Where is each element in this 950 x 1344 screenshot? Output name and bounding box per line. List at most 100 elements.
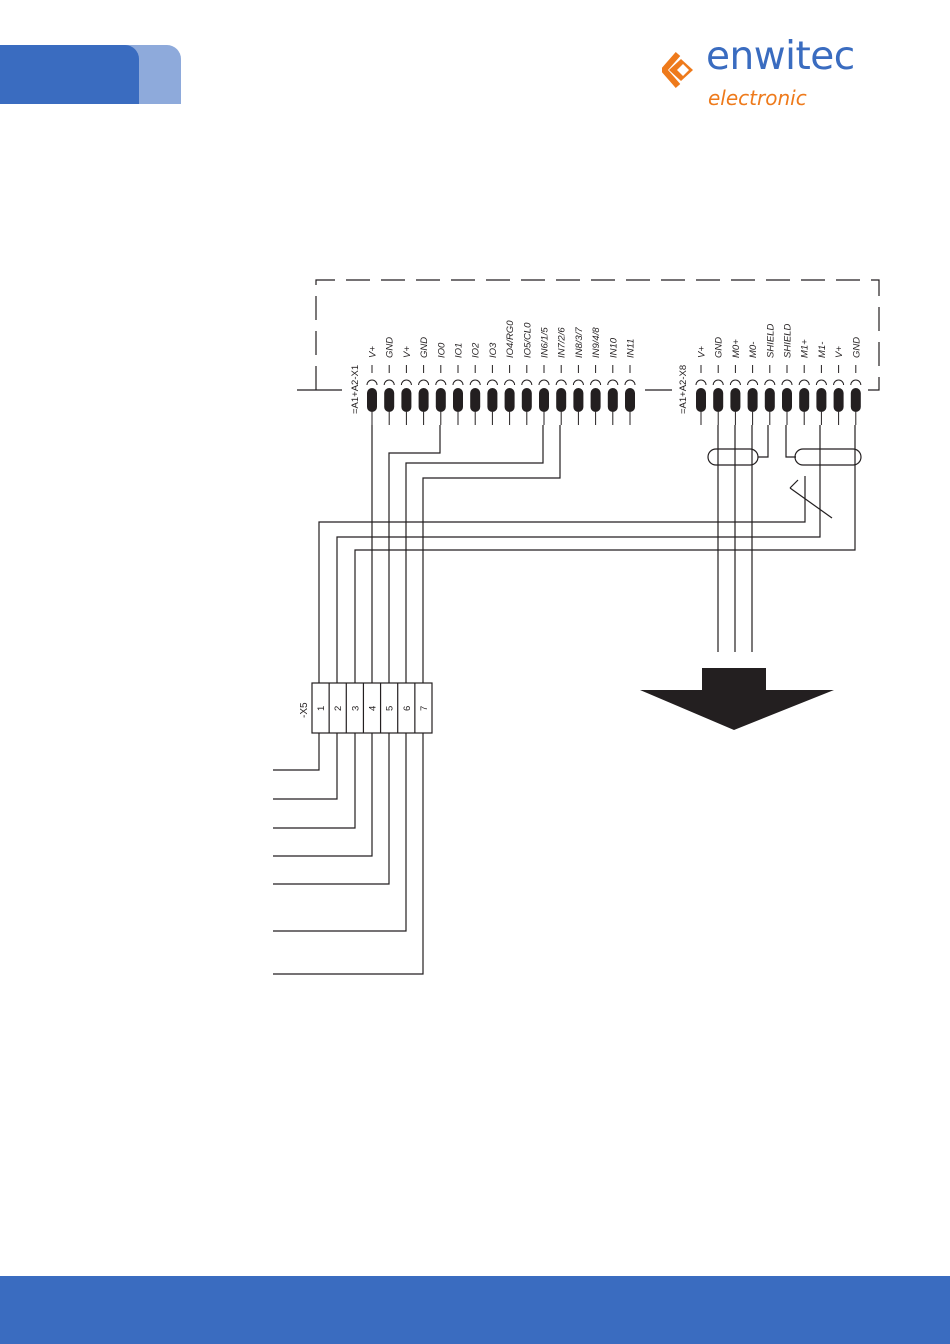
x1-socket-arc <box>539 380 549 385</box>
x8-pin-label: V+ <box>697 346 708 358</box>
field-wire-7 <box>273 733 423 974</box>
x8-pin-label: M1+ <box>800 339 811 358</box>
wire-x8-gnd-to-x5-3 <box>355 425 855 683</box>
wire-x1-in7-to-x5-7 <box>423 425 560 683</box>
x8-pin-label: GND <box>714 337 725 358</box>
x1-pin: IN10 <box>608 337 620 425</box>
x1-pin: IN8/3/7 <box>573 327 585 425</box>
x8-pin-plug <box>713 388 723 412</box>
x8-pin: SHIELD <box>765 324 777 425</box>
x1-pin-plug <box>573 388 583 412</box>
x8-pin: M0+ <box>730 339 742 425</box>
x8-pin-label: GND <box>851 337 862 358</box>
x1-socket-arc <box>487 380 497 385</box>
x1-socket-arc <box>608 380 618 385</box>
x1-pin: IO4/RG0 <box>505 320 516 425</box>
field-wire-3 <box>273 733 355 828</box>
x1-socket-arc <box>591 380 601 385</box>
footer-band <box>0 1276 950 1344</box>
x5-terminal-number: 3 <box>350 706 361 711</box>
x1-pin-plug <box>453 388 463 412</box>
x8-pin: V+ <box>834 346 846 425</box>
x5-terminal-number: 6 <box>402 706 413 711</box>
x8-pin: SHIELD <box>782 324 794 425</box>
x1-pin-label: IO2 <box>471 342 482 358</box>
x8-pin: V+ <box>696 346 708 425</box>
x1-pin-plug <box>436 388 446 412</box>
shield-link-1 <box>758 425 768 457</box>
x8-pin-plug <box>851 388 861 412</box>
x1-socket-arc <box>419 380 429 385</box>
x1-socket-arc <box>367 380 377 385</box>
wire-x8-shield-to-x5-1 <box>319 476 805 683</box>
x1-pin: GND <box>419 337 431 425</box>
x5-label: -X5 <box>299 702 310 718</box>
x8-pin-plug <box>834 388 844 412</box>
x5-terminal-number: 5 <box>385 706 396 711</box>
x1-pin: IO5/CL0 <box>522 322 534 425</box>
shield-link-2 <box>786 425 796 457</box>
x8-socket-arc <box>730 380 740 385</box>
x1-pin-label: IO5/CL0 <box>522 322 533 358</box>
shield-slash-tick <box>790 480 798 488</box>
x1-pin: IN6/1/5 <box>539 327 551 425</box>
x1-pin-label: GND <box>385 337 396 358</box>
x8-pin: M1- <box>816 342 828 425</box>
wire-x1-in6-to-x5-6 <box>406 425 543 683</box>
x8-socket-arc <box>834 380 844 385</box>
x8-socket-arc <box>799 380 809 385</box>
x1-pin: IN9/4/8 <box>591 327 603 425</box>
x1-pin-label: IN6/1/5 <box>540 327 551 358</box>
x1-pin-plug <box>608 388 618 412</box>
x8-pin-label: SHIELD <box>783 324 794 358</box>
x1-pin-plug <box>522 388 532 412</box>
x1-pin: V+ <box>367 346 379 425</box>
x1-socket-arc <box>401 380 411 385</box>
x1-pin-plug <box>487 388 497 412</box>
x1-pin-plug <box>384 388 394 412</box>
x1-pin-label: IN11 <box>626 339 637 358</box>
x1-socket-arc <box>522 380 532 385</box>
field-wire-1 <box>273 733 319 770</box>
x8-pin-plug <box>765 388 775 412</box>
x1-pin-plug <box>556 388 566 412</box>
x1-socket-arc <box>556 380 566 385</box>
x1-pin-plug <box>591 388 601 412</box>
x1-socket-arc <box>625 380 635 385</box>
x8-pin-label: V+ <box>834 346 845 358</box>
x8-socket-arc <box>748 380 758 385</box>
x8-pin-plug <box>748 388 758 412</box>
x1-socket-arc <box>573 380 583 385</box>
x1-socket-arc <box>505 380 515 385</box>
x8-pin-plug <box>799 388 809 412</box>
x1-pin-plug <box>367 388 377 412</box>
x1-pin: IN11 <box>625 339 637 425</box>
x1-pin: IO3 <box>487 342 499 425</box>
x8-pin: GND <box>713 337 725 425</box>
x5-terminal-number: 1 <box>316 706 327 711</box>
cable-shield-2 <box>795 449 861 465</box>
x1-pin-label: GND <box>419 337 430 358</box>
wire-x1-gnd-to-x5-5 <box>389 425 440 683</box>
x1-pin-label: IN8/3/7 <box>574 327 585 358</box>
x8-pin: M0- <box>748 342 760 425</box>
output-arrow <box>640 668 834 730</box>
x5-terminal-number: 2 <box>333 706 344 711</box>
wire-x8-m1-to-x5-2 <box>337 425 820 683</box>
x1-socket-arc <box>436 380 446 385</box>
x8-socket-arc <box>696 380 706 385</box>
x8-pin-plug <box>816 388 826 412</box>
x8-pin: GND <box>851 337 863 425</box>
x1-pin-label: IO4/RG0 <box>505 320 516 358</box>
x1-pin-plug <box>505 388 515 412</box>
x8-pin-label: M0+ <box>731 339 742 358</box>
field-wire-6 <box>273 733 406 931</box>
x1-pin-label: IN7/2/6 <box>557 327 568 358</box>
x1-pin-plug <box>470 388 480 412</box>
x8-pin: M1+ <box>799 339 811 425</box>
cable-shield-1 <box>708 449 758 465</box>
x1-pin-plug <box>419 388 429 412</box>
x8-pin-plug <box>730 388 740 412</box>
